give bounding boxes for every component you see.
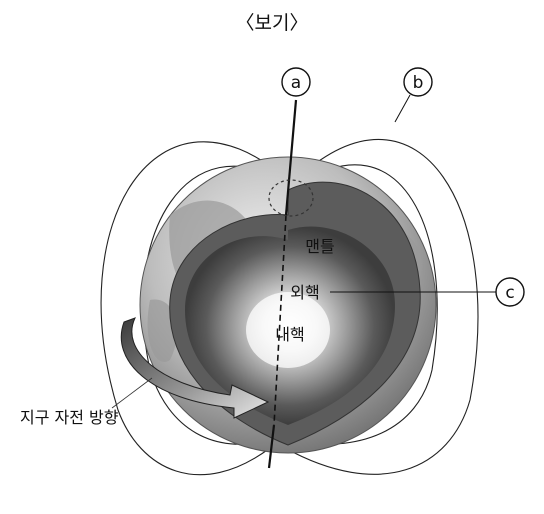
marker-a-label: a — [291, 73, 301, 93]
inner-core-layer — [246, 292, 330, 368]
rotation-arrow — [120, 317, 270, 419]
field-line-right-inner — [284, 164, 438, 445]
marker-a-circle — [281, 67, 311, 97]
rotation-label-leader — [111, 377, 153, 409]
figure-title: 〈보기〉 — [235, 12, 309, 34]
marker-b-label: b — [413, 73, 424, 93]
earth-globe — [139, 156, 437, 454]
outer-core-label: 외핵 — [290, 283, 319, 302]
marker-c-label: c — [505, 283, 514, 303]
pole-highlight — [268, 179, 314, 217]
rotation-axis-inner — [273, 214, 287, 426]
marker-c-circle — [495, 277, 525, 307]
marker-b-leader — [394, 94, 411, 123]
rotation-axis-bottom — [267, 424, 276, 469]
mantle-label: 맨틀 — [305, 237, 334, 256]
field-line-left-outer — [100, 141, 286, 476]
rotation-direction-label: 지구 자전 방향 — [20, 408, 119, 427]
field-line-right-outer — [284, 139, 479, 475]
inner-core-label: 내핵 — [275, 325, 304, 344]
rotation-axis — [284, 99, 298, 216]
marker-b-circle — [403, 67, 433, 97]
